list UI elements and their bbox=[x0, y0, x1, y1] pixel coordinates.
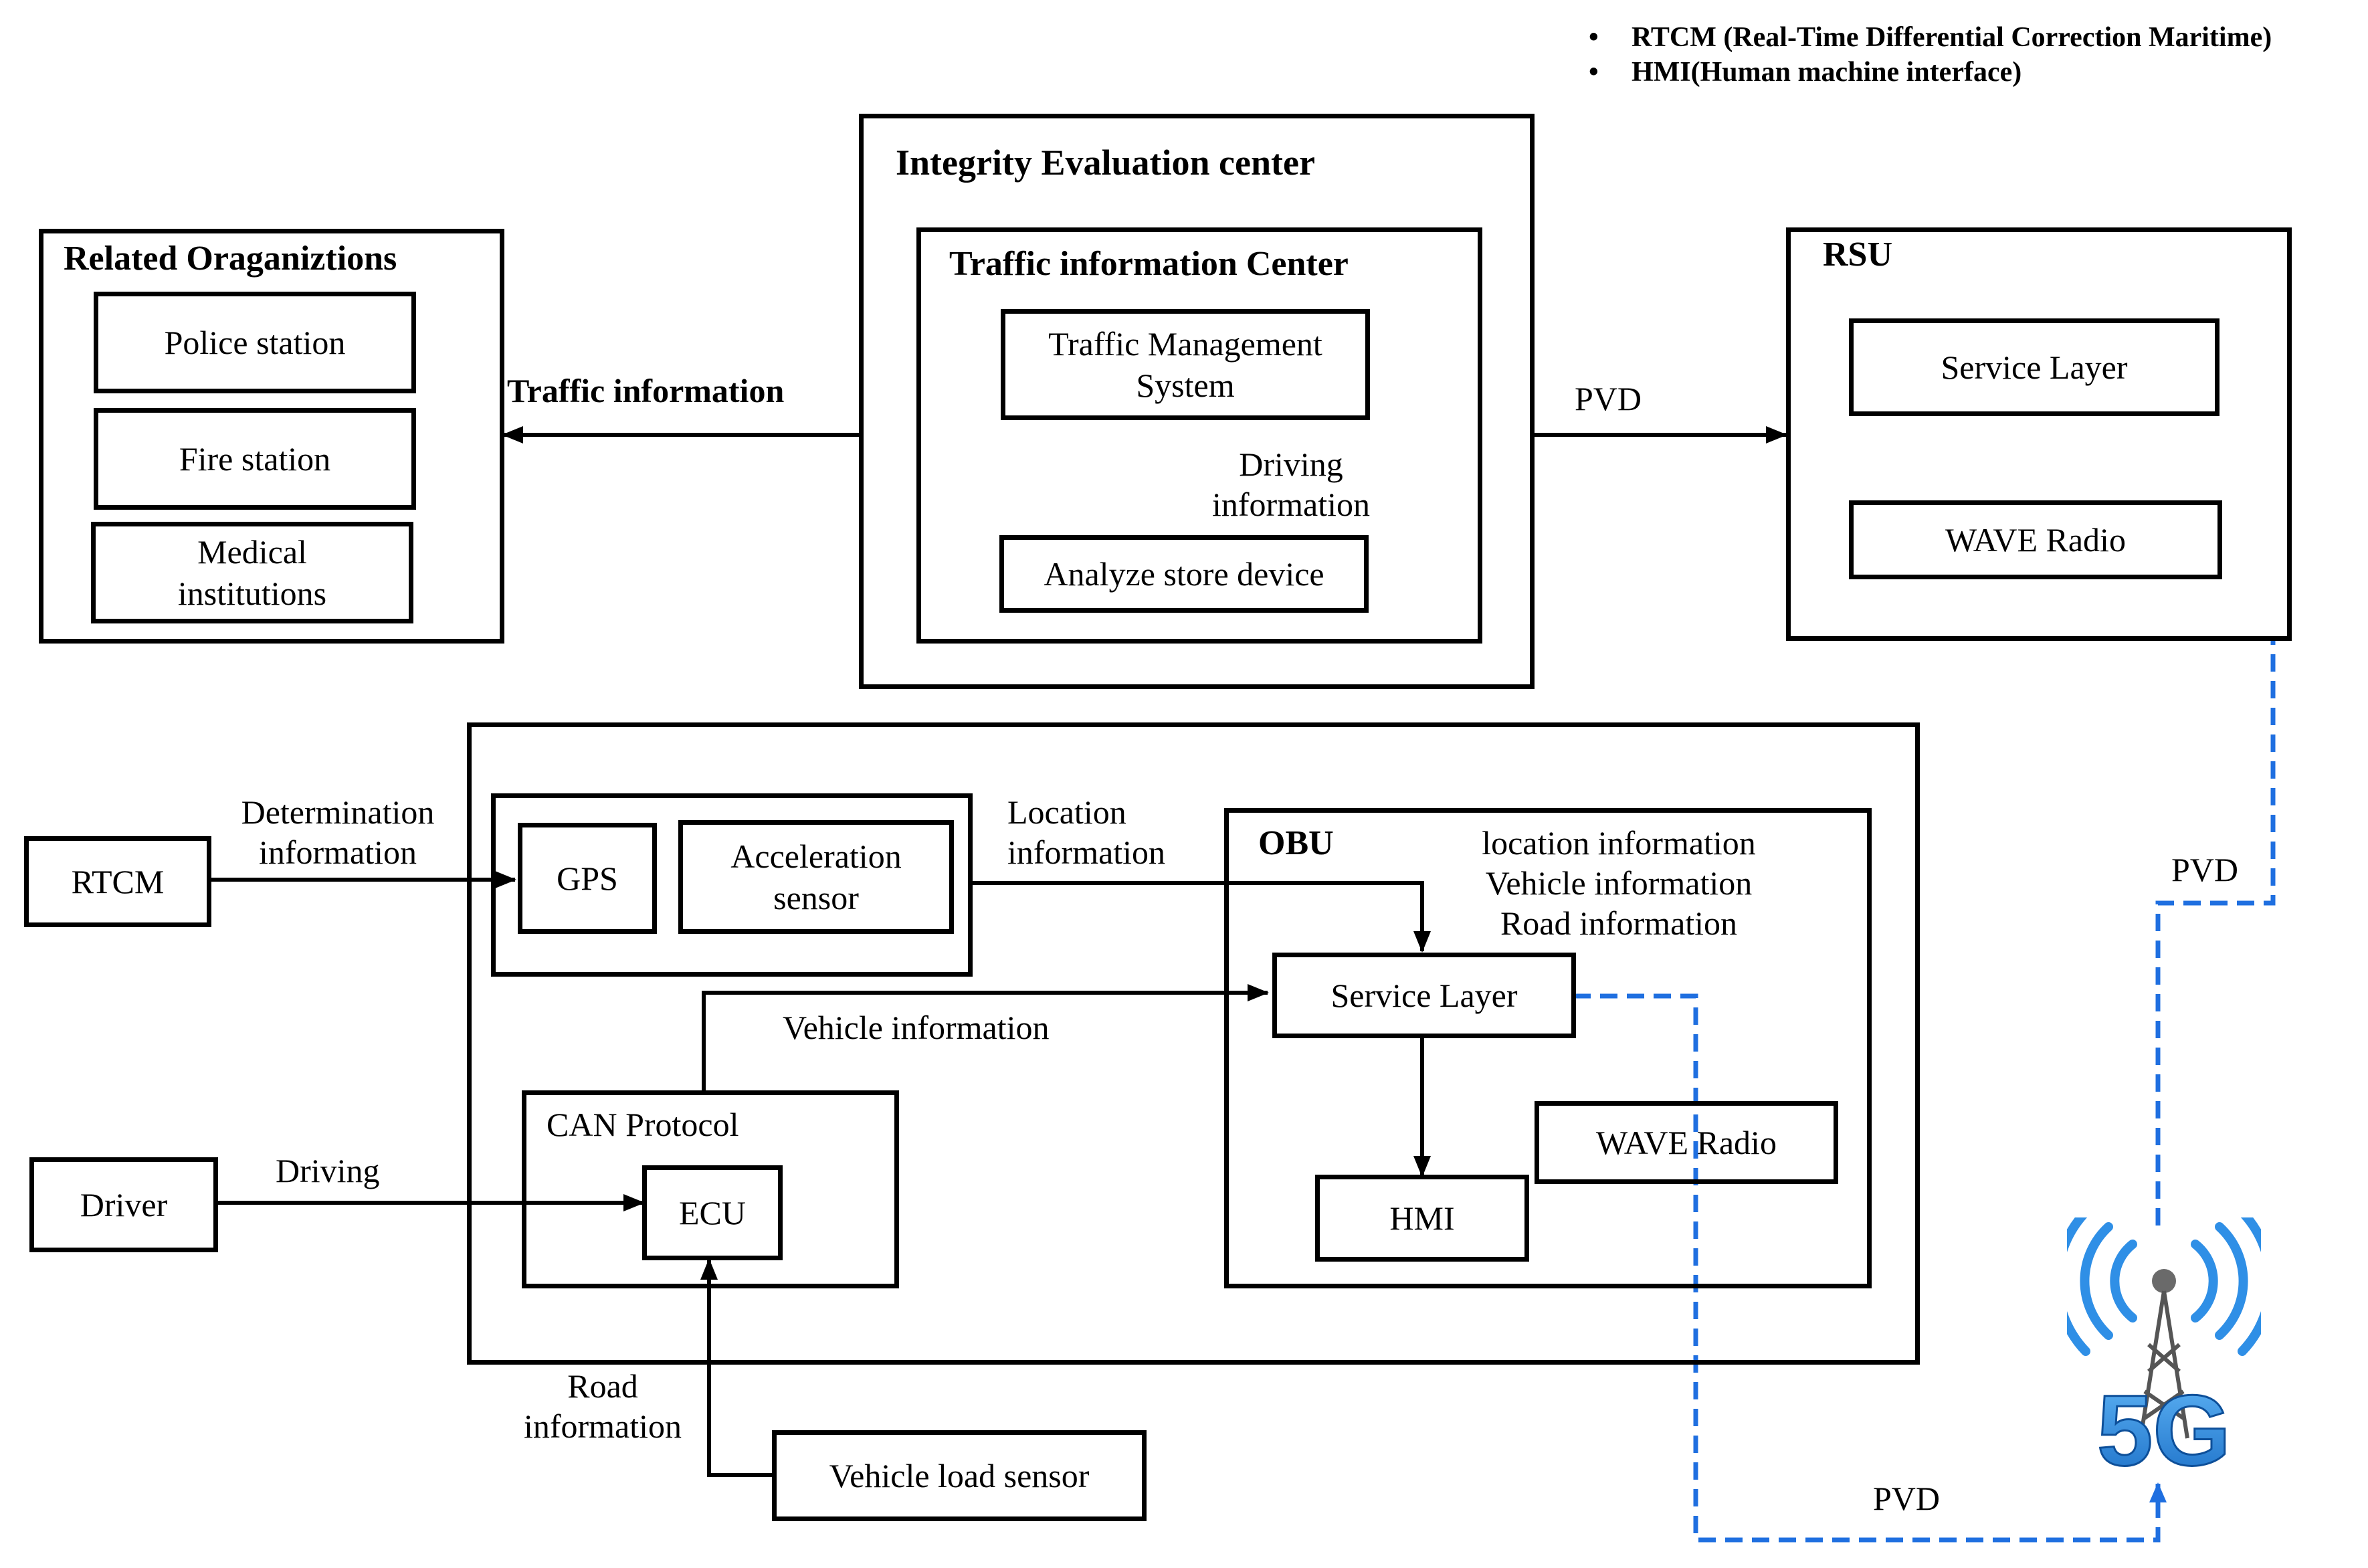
sensor-group-box bbox=[491, 793, 973, 977]
5g-label: 5G bbox=[2097, 1374, 2231, 1485]
obu-title: OBU bbox=[1258, 824, 1334, 862]
analyze-store-device-box: Analyze store device bbox=[999, 535, 1369, 613]
tms-label-line1: Traffic Management bbox=[1048, 325, 1322, 363]
traffic-information-label: Traffic information bbox=[507, 372, 785, 409]
legend: •RTCM (Real-Time Differential Correction… bbox=[1589, 20, 2272, 90]
5g-tower-icon: 5G bbox=[2067, 1217, 2261, 1485]
ecu-label: ECU bbox=[679, 1194, 746, 1232]
vehicle-information-label: Vehicle information bbox=[783, 1009, 1050, 1046]
police-station-label: Police station bbox=[164, 324, 346, 361]
fire-station-box: Fire station bbox=[94, 408, 416, 510]
vehicle-load-sensor-label: Vehicle load sensor bbox=[829, 1457, 1090, 1494]
rsu-wave-radio-label: WAVE Radio bbox=[1945, 521, 2126, 559]
vehicle-system-box bbox=[467, 722, 1920, 1365]
can-protocol-box: CAN Protocol bbox=[522, 1090, 899, 1288]
road-information-arrow bbox=[700, 1258, 774, 1477]
determination-information-label: Determination information bbox=[241, 793, 435, 871]
legend-item: •RTCM (Real-Time Differential Correction… bbox=[1589, 22, 2272, 53]
pvd-label-bottom: PVD bbox=[1873, 1480, 1941, 1517]
driver-box: Driver bbox=[29, 1157, 218, 1252]
location-information-arrow bbox=[971, 881, 1431, 953]
driving-label: Driving bbox=[276, 1152, 380, 1189]
ecu-box: ECU bbox=[642, 1165, 783, 1260]
gps-label: GPS bbox=[557, 860, 618, 897]
medical-label-line1: Medical bbox=[197, 533, 307, 571]
obu-service-layer-label: Service Layer bbox=[1330, 977, 1518, 1014]
hmi-box: HMI bbox=[1315, 1175, 1529, 1262]
rsu-service-layer-label: Service Layer bbox=[1941, 349, 2128, 386]
tms-label-line2: System bbox=[1136, 367, 1235, 404]
related-organizations-title: Related Oraganiztions bbox=[64, 239, 397, 278]
rsu-service-layer-box: Service Layer bbox=[1849, 318, 2219, 416]
police-station-box: Police station bbox=[94, 292, 416, 393]
traffic-management-system-box: Traffic Management System bbox=[1001, 309, 1370, 420]
rsu-title: RSU bbox=[1823, 235, 1893, 274]
pvd-dashed-link-obu bbox=[1573, 993, 2167, 1543]
acceleration-sensor-box: Acceleration sensor bbox=[678, 820, 954, 934]
medical-label-line2: institutions bbox=[177, 575, 327, 612]
rtcm-label: RTCM bbox=[71, 863, 165, 900]
analyze-store-device-label: Analyze store device bbox=[1044, 555, 1324, 593]
rsu-wave-radio-box: WAVE Radio bbox=[1849, 500, 2222, 579]
medical-institutions-box: Medical institutions bbox=[91, 522, 413, 623]
accel-label-line1: Acceleration bbox=[730, 838, 902, 875]
obu-info-list: location information Vehicle information… bbox=[1482, 824, 1756, 942]
can-protocol-title: CAN Protocol bbox=[547, 1106, 739, 1143]
hmi-label: HMI bbox=[1389, 1199, 1455, 1237]
driving-information-label: Driving information bbox=[1211, 446, 1371, 523]
integrity-evaluation-title: Integrity Evaluation center bbox=[896, 142, 1315, 183]
location-information-label: Location information bbox=[1007, 793, 1166, 871]
obu-wave-radio-label: WAVE Radio bbox=[1596, 1124, 1777, 1161]
fire-station-label: Fire station bbox=[179, 440, 331, 478]
pvd-label-top: PVD bbox=[1575, 380, 1642, 417]
pvd-label-right: PVD bbox=[2171, 851, 2239, 888]
accel-label-line2: sensor bbox=[773, 879, 859, 916]
vehicle-information-arrow bbox=[702, 984, 1269, 1092]
rtcm-box: RTCM bbox=[24, 836, 211, 927]
vehicle-load-sensor-box: Vehicle load sensor bbox=[772, 1430, 1147, 1521]
traffic-information-center-title: Traffic information Center bbox=[949, 245, 1349, 283]
legend-item: •HMI(Human machine interface) bbox=[1589, 57, 2022, 88]
obu-wave-radio-box: WAVE Radio bbox=[1535, 1101, 1838, 1184]
driver-label: Driver bbox=[80, 1186, 168, 1223]
obu-service-layer-box: Service Layer bbox=[1272, 953, 1576, 1038]
obu-box: OBU bbox=[1224, 808, 1872, 1288]
rsu-box: RSU bbox=[1786, 227, 2292, 641]
gps-box: GPS bbox=[518, 823, 657, 934]
road-information-label: Road information bbox=[523, 1367, 682, 1445]
